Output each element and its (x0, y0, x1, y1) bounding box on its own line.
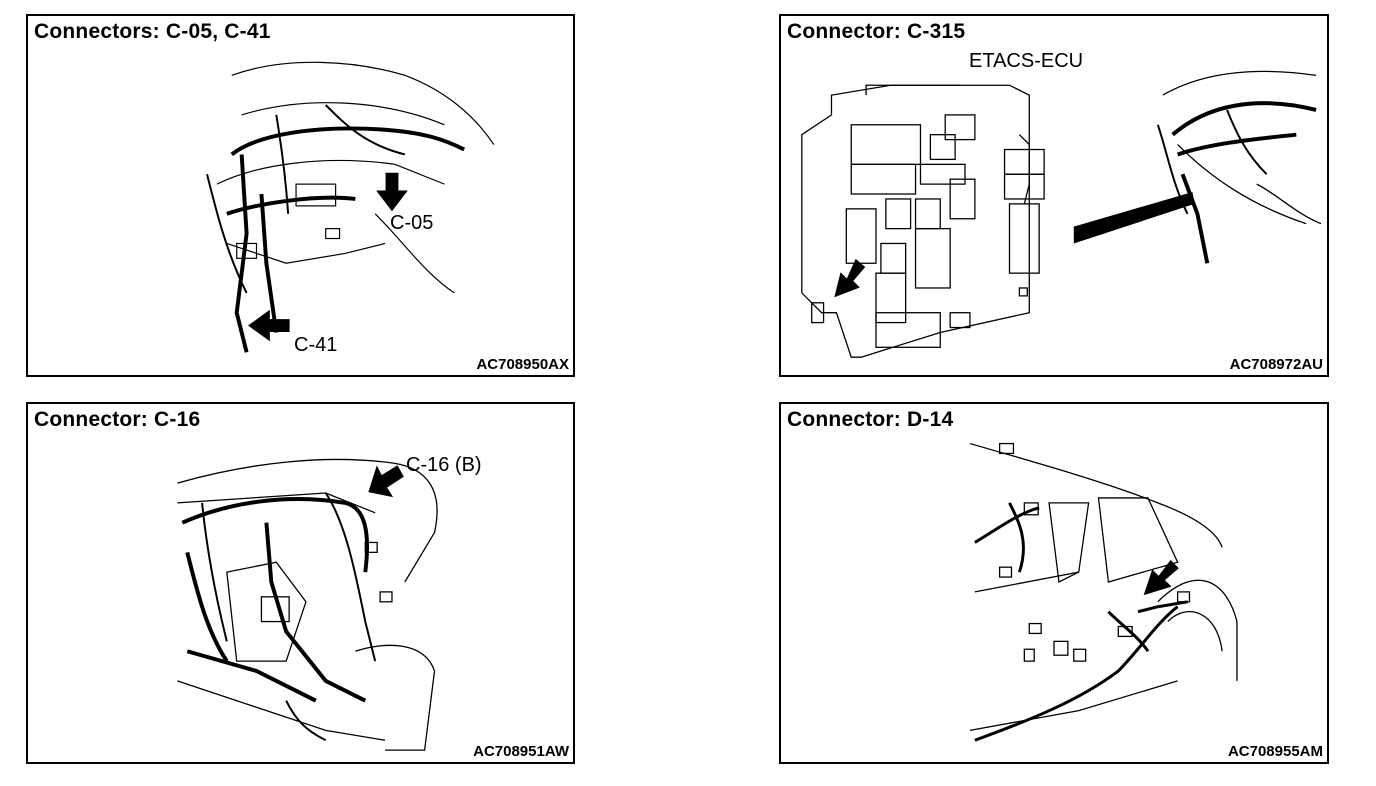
dashboard-harness-illustration (206, 61, 495, 353)
callout-etacs-ecu: ETACS-ECU (969, 50, 1084, 72)
panel-title: Connector: C-16 (34, 408, 201, 431)
callout-c05: C-05 (390, 212, 434, 234)
panel-title: Connectors: C-05, C-41 (34, 20, 271, 43)
etacs-ecu-illustration (801, 70, 1322, 358)
panel-title: Connector: D-14 (787, 408, 954, 431)
panel-title: Connector: C-315 (787, 20, 966, 43)
figure-code: AC708951AW (473, 743, 569, 760)
callout-c16-b: C-16 (B) (406, 454, 482, 476)
panel-connector-c315: Connector: C-315 ETACS-ECU AC708972AU (779, 14, 1329, 377)
callout-c41: C-41 (294, 334, 338, 356)
figure-code: AC708955AM (1227, 743, 1323, 760)
figure-code: AC708950AX (476, 356, 569, 373)
figure-code: AC708972AU (1229, 356, 1323, 373)
instrument-panel-harness-illustration (177, 458, 438, 751)
panel-connector-c16: Connector: C-16 C-16 (B) AC708951AW (26, 402, 575, 764)
panel-connector-d14: Connector: D-14 AC708955AM (779, 402, 1329, 764)
panel-connectors-c05-c41: Connectors: C-05, C-41 C-05 C-41 AC70895… (26, 14, 575, 377)
vehicle-body-harness-illustration (969, 442, 1238, 742)
